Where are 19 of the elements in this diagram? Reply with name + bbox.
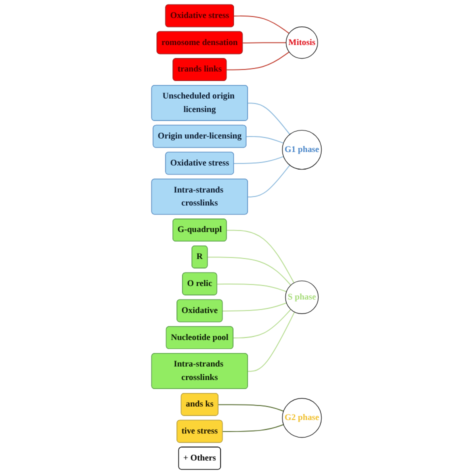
connector bbox=[248, 312, 296, 372]
connector bbox=[218, 404, 284, 412]
connector bbox=[233, 308, 292, 338]
connector bbox=[226, 230, 295, 284]
connector bbox=[226, 52, 290, 70]
connector bbox=[246, 136, 284, 144]
connector bbox=[248, 164, 291, 198]
connector bbox=[222, 424, 284, 432]
connector bbox=[234, 156, 284, 164]
connector bbox=[242, 42, 287, 44]
connector bbox=[248, 102, 291, 135]
node-circle: G1 phase bbox=[282, 130, 322, 170]
connector bbox=[217, 284, 288, 292]
connector bbox=[234, 16, 290, 34]
node-circle: G2 phase bbox=[282, 398, 322, 438]
node-circle: Mitosis bbox=[286, 26, 318, 59]
connector bbox=[222, 302, 288, 312]
connector bbox=[208, 256, 292, 286]
node-circle: S phase bbox=[286, 280, 320, 314]
